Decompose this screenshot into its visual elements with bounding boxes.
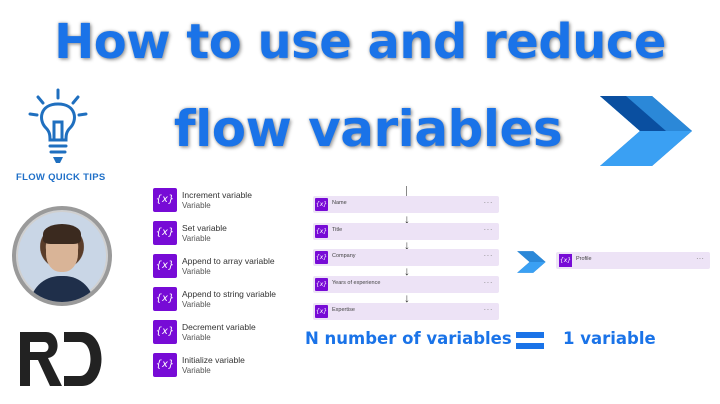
down-arrow-icon: ↓ [404,291,410,305]
power-automate-small-icon [517,251,546,273]
more-options-icon[interactable]: ··· [483,305,493,314]
flow-step-title[interactable]: {x} Title ··· [313,223,499,240]
equals-sign-top [516,332,544,338]
variable-icon: {x} [153,188,177,212]
action-title: Decrement variable [182,322,256,332]
variable-icon: {x} [315,198,328,211]
down-arrow-icon: ↓ [404,212,410,226]
equals-sign-bottom [516,343,544,349]
flow-step-label: Expertise [332,307,355,313]
title-line-1: How to use and reduce [53,13,667,71]
variable-icon: {x} [315,225,328,238]
action-title: Increment variable [182,190,252,200]
flow-step-years-of-experience[interactable]: {x} Years of experience ··· [313,276,499,293]
variable-icon: {x} [315,251,328,264]
flow-step-expertise[interactable]: {x} Expertise ··· [313,303,499,320]
variable-icon: {x} [153,353,177,377]
flow-step-label: Years of experience [332,280,381,286]
power-automate-logo-icon [600,96,692,166]
action-subtitle: Variable [182,201,211,210]
down-arrow-icon: ↓ [404,264,410,278]
action-title: Append to string variable [182,289,277,299]
variable-icon: {x} [153,287,177,311]
action-append-to-string-variable[interactable]: {x} Append to string variable Variable [153,287,303,313]
down-arrow-icon: ↓ [404,238,410,252]
more-options-icon[interactable]: ··· [483,278,493,287]
variable-icon: {x} [315,278,328,291]
title-line-2: flow variables [173,99,564,159]
flow-step-name[interactable]: {x} Name ··· [313,196,499,213]
flow-step-label: Company [332,253,356,259]
action-title: Set variable [182,223,227,233]
flow-step-profile[interactable]: {x} Profile ··· [556,252,710,269]
action-title: Append to array variable [182,256,275,266]
connector-line [406,186,407,196]
flow-step-label: Profile [576,256,592,262]
rd-logo-icon [20,332,102,386]
variable-icon: {x} [315,305,328,318]
avatar [12,206,112,306]
n-variables-text: N number of variables [305,329,512,348]
more-options-icon[interactable]: ··· [483,198,493,207]
more-options-icon[interactable]: ··· [483,251,493,260]
action-subtitle: Variable [182,267,211,276]
flow-step-label: Title [332,227,343,233]
flow-quick-tips-caption: FLOW QUICK TIPS [16,172,106,183]
one-variable-text: 1 variable [563,329,656,348]
variable-icon: {x} [559,254,572,267]
action-decrement-variable[interactable]: {x} Decrement variable Variable [153,320,303,346]
variable-icon: {x} [153,320,177,344]
action-subtitle: Variable [182,234,211,243]
action-initialize-variable[interactable]: {x} Initialize variable Variable [153,353,303,379]
action-subtitle: Variable [182,366,211,375]
action-set-variable[interactable]: {x} Set variable Variable [153,221,303,247]
variable-icon: {x} [153,254,177,278]
action-increment-variable[interactable]: {x} Increment variable Variable [153,188,303,214]
action-title: Initialize variable [182,355,245,365]
flow-step-company[interactable]: {x} Company ··· [313,249,499,266]
action-subtitle: Variable [182,300,211,309]
action-subtitle: Variable [182,333,211,342]
more-options-icon[interactable]: ··· [696,254,704,263]
more-options-icon[interactable]: ··· [483,225,493,234]
flow-step-label: Name [332,200,347,206]
variable-icon: {x} [153,221,177,245]
action-append-to-array-variable[interactable]: {x} Append to array variable Variable [153,254,303,280]
lightbulb-icon [28,88,88,163]
